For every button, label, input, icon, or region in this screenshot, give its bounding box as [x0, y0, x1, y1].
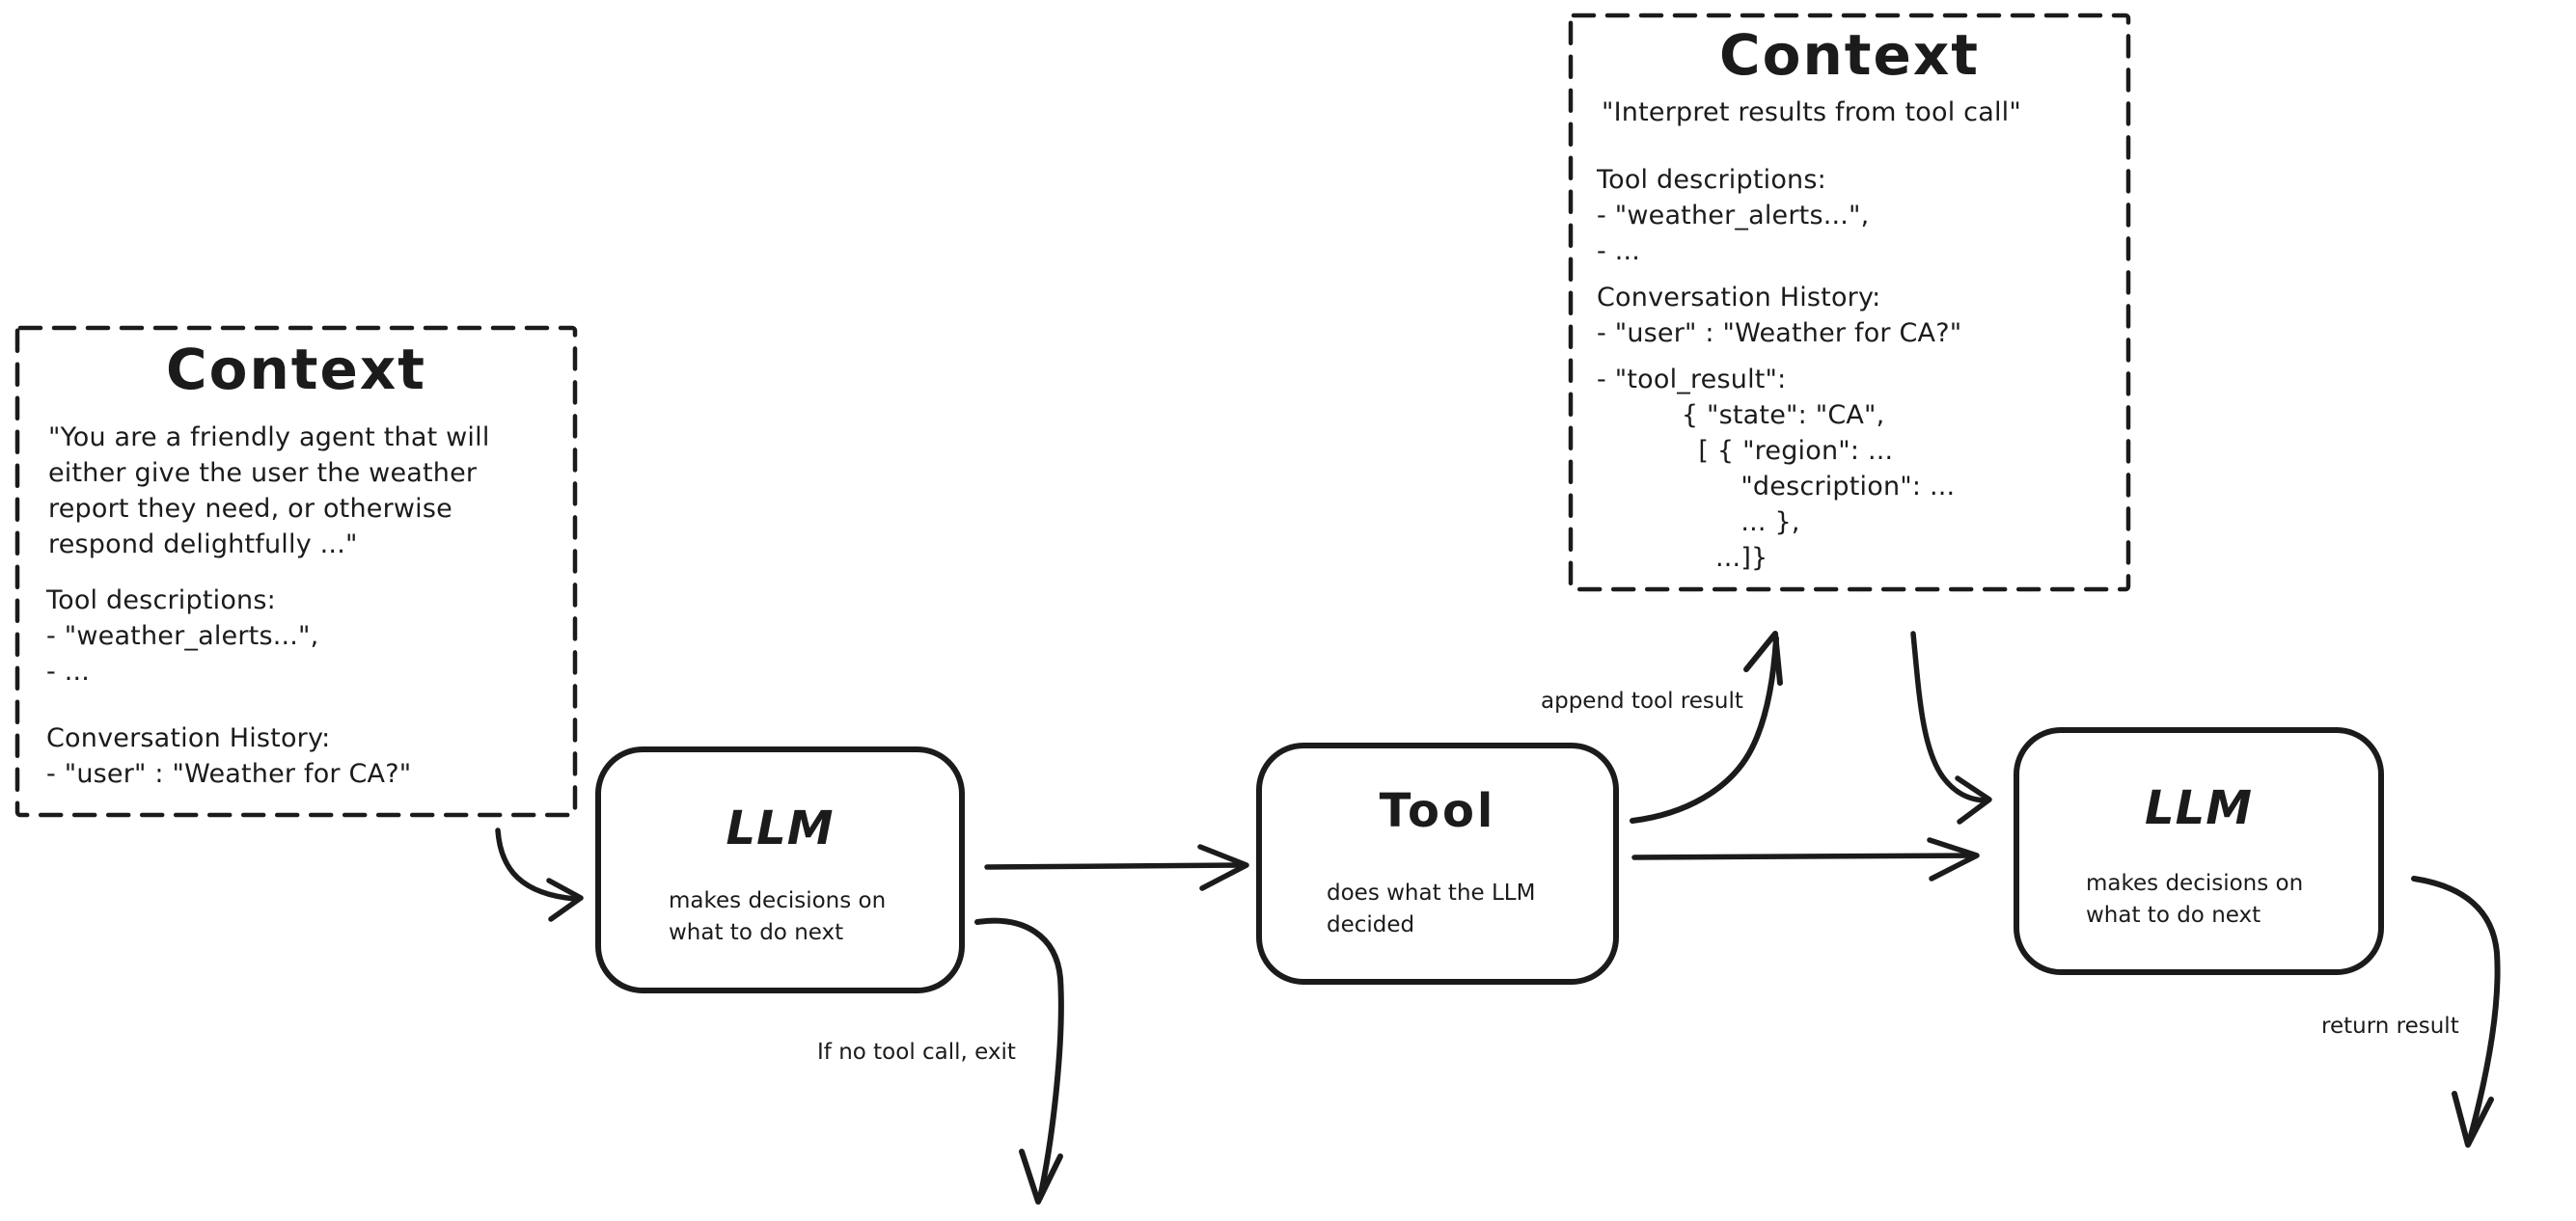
context-left-system-prompt: "You are a friendly agent that will eith…	[48, 422, 490, 559]
llm-1-box	[595, 746, 965, 993]
llm-2-box	[2014, 727, 2384, 975]
context-top-conversation-history: Conversation History: - "user" : "Weathe…	[1597, 283, 1962, 348]
context-top-title: Context	[1719, 22, 1980, 88]
context-top-tool-descriptions: Tool descriptions: - "weather_alerts..."…	[1597, 165, 1870, 266]
arrow-tool-to-llm-2	[1631, 837, 1980, 882]
edge-label-append-tool-result: append tool result	[1541, 689, 1743, 714]
context-left-title: Context	[166, 337, 426, 402]
arrow-context-left-to-llm-1	[495, 828, 584, 922]
tool-box	[1256, 743, 1619, 985]
context-top-instruction: "Interpret results from tool call"	[1602, 97, 2021, 127]
edge-label-return-result: return result	[2321, 1014, 2459, 1039]
context-left-tool-descriptions: Tool descriptions: - "weather_alerts..."…	[46, 585, 319, 687]
arrow-tool-to-context-top	[1630, 631, 1783, 824]
edge-label-if-no-tool-call-exit: If no tool call, exit	[817, 1040, 1016, 1065]
arrow-context-top-to-llm-2	[1910, 631, 1992, 825]
tool-title: Tool	[1379, 784, 1496, 838]
context-left-conversation-history: Conversation History: - "user" : "Weathe…	[46, 723, 412, 789]
llm-1-title: LLM	[726, 801, 835, 855]
arrow-llm-1-to-tool	[984, 844, 1249, 891]
context-top-tool-result: - "tool_result": { "state": "CA", [ { "r…	[1597, 365, 1956, 573]
context-top-box	[1568, 13, 2131, 592]
llm-2-title: LLM	[2145, 781, 2253, 835]
tool-subtitle: does what the LLM decided	[1327, 881, 1536, 937]
context-left-box	[14, 325, 578, 818]
llm-1-subtitle: makes decisions on what to do next	[669, 888, 887, 945]
arrow-llm-1-exit	[974, 917, 1064, 1205]
llm-2-subtitle: makes decisions on what to do next	[2086, 871, 2304, 928]
arrow-llm-2-return	[2411, 876, 2501, 1148]
